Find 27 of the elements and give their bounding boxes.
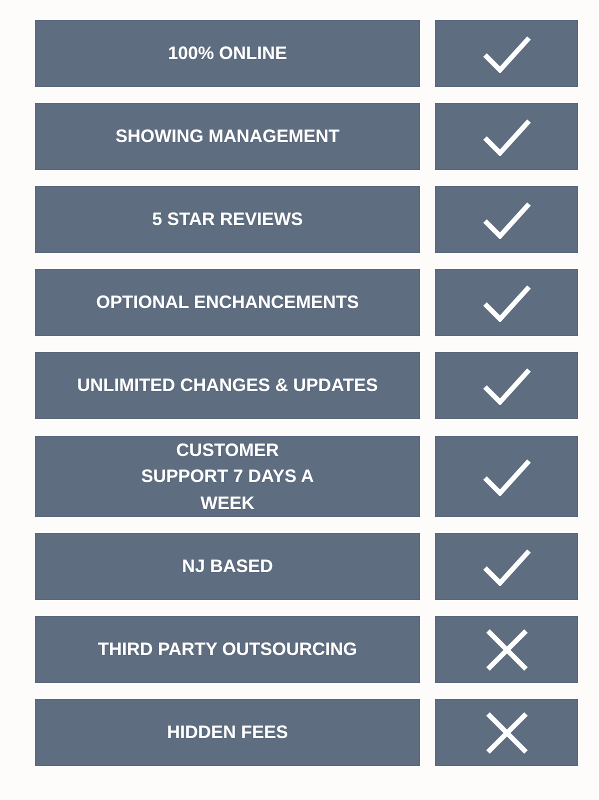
status-box <box>435 352 578 419</box>
status-box <box>435 699 578 766</box>
feature-label: THIRD PARTY OUTSOURCING <box>98 638 358 662</box>
feature-box <box>35 269 420 336</box>
status-box <box>435 616 578 683</box>
feature-label: 100% ONLINE <box>168 42 288 66</box>
feature-box <box>35 533 420 600</box>
feature-box <box>35 699 420 766</box>
feature-box <box>35 436 420 517</box>
feature-box <box>35 186 420 253</box>
feature-label: OPTIONAL ENCHANCEMENTS <box>96 291 359 314</box>
feature-label: NJ BASED <box>182 555 274 578</box>
status-box <box>435 103 578 170</box>
feature-label: 5 STAR REVIEWS <box>152 208 303 232</box>
feature-label: SHOWING MANAGEMENT <box>116 125 340 148</box>
status-box <box>435 533 578 600</box>
feature-label: UNLIMITED CHANGES & UPDATES <box>77 374 378 398</box>
feature-box <box>35 616 420 683</box>
feature-label: CUSTOMER SUPPORT 7 DAYS A WEEK <box>140 439 315 515</box>
feature-box <box>35 352 420 419</box>
status-box <box>435 20 578 87</box>
feature-box <box>35 20 420 87</box>
feature-label: HIDDEN FEES <box>166 721 288 744</box>
status-box <box>435 186 578 253</box>
status-box <box>435 269 578 336</box>
status-box <box>435 436 578 517</box>
feature-box <box>35 103 420 170</box>
